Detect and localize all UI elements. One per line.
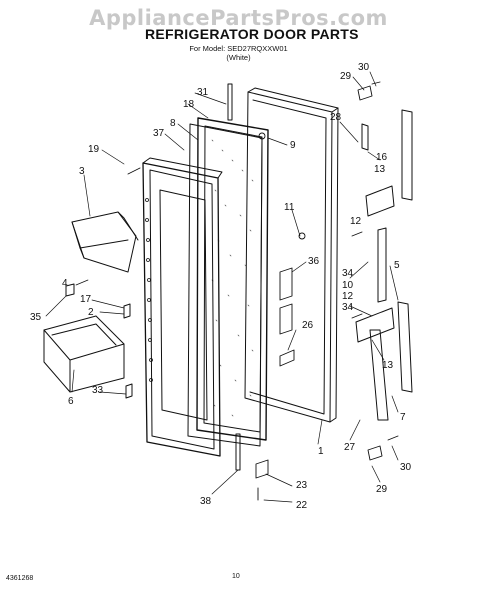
callout-36: 36 <box>308 256 320 267</box>
callout-13-upper: 13 <box>374 164 386 175</box>
callout-33: 33 <box>92 385 104 396</box>
page-number: 10 <box>232 573 240 580</box>
callout-10: 10 <box>342 280 354 291</box>
callout-29-bottom: 29 <box>376 484 388 495</box>
callout-30-top: 30 <box>358 62 370 73</box>
callout-19: 19 <box>88 144 100 155</box>
watermark: AppliancePartsPros.com <box>89 6 388 30</box>
callout-38: 38 <box>200 496 212 507</box>
callout-17: 17 <box>80 294 92 305</box>
callout-18: 18 <box>183 99 195 110</box>
small-hardware <box>127 81 399 501</box>
dairy-door <box>71 211 139 273</box>
callout-labels: 31 18 8 37 19 3 9 28 29 30 16 13 12 11 3… <box>30 62 412 511</box>
callout-5: 5 <box>394 260 400 271</box>
callout-13-lower: 13 <box>382 360 394 371</box>
callout-34-upper: 34 <box>342 268 354 279</box>
callout-34-lower: 34 <box>342 302 354 313</box>
retainer-clips <box>65 283 133 399</box>
callout-16: 16 <box>376 152 388 163</box>
outer-door-panel <box>244 87 339 423</box>
document-number: 4361268 <box>6 575 34 582</box>
page-title: REFRIGERATOR DOOR PARTS <box>145 26 359 42</box>
callout-12-upper: 12 <box>350 216 362 227</box>
callout-35: 35 <box>30 312 42 323</box>
callout-6: 6 <box>68 396 74 407</box>
callout-31: 31 <box>197 87 209 98</box>
callout-26: 26 <box>302 320 314 331</box>
callout-28: 28 <box>330 112 342 123</box>
hinge-parts-lower <box>355 185 413 421</box>
callout-4: 4 <box>62 278 68 289</box>
hinge-bar-upper <box>361 109 413 201</box>
lower-door-bin <box>43 315 125 393</box>
leader-lines <box>45 71 399 503</box>
color-line: (White) <box>226 53 251 62</box>
top-strip <box>227 83 241 471</box>
callout-9: 9 <box>290 140 296 151</box>
inner-door-liner <box>142 157 223 457</box>
callout-37: 37 <box>153 128 165 139</box>
callout-29-top: 29 <box>340 71 352 82</box>
callout-3: 3 <box>79 166 85 177</box>
callout-11: 11 <box>284 202 295 213</box>
callout-12-lower: 12 <box>342 291 354 302</box>
callout-22: 22 <box>296 500 308 511</box>
door-gasket <box>187 117 269 447</box>
callout-8: 8 <box>170 118 176 129</box>
liner-dimples <box>145 198 153 382</box>
callout-1: 1 <box>318 446 324 457</box>
callout-7: 7 <box>400 412 406 423</box>
callout-27: 27 <box>344 442 356 453</box>
callout-23: 23 <box>296 480 308 491</box>
model-line: For Model: SED27RQXXW01 <box>189 44 288 53</box>
callout-2: 2 <box>88 307 94 318</box>
callout-30-bottom: 30 <box>400 462 412 473</box>
